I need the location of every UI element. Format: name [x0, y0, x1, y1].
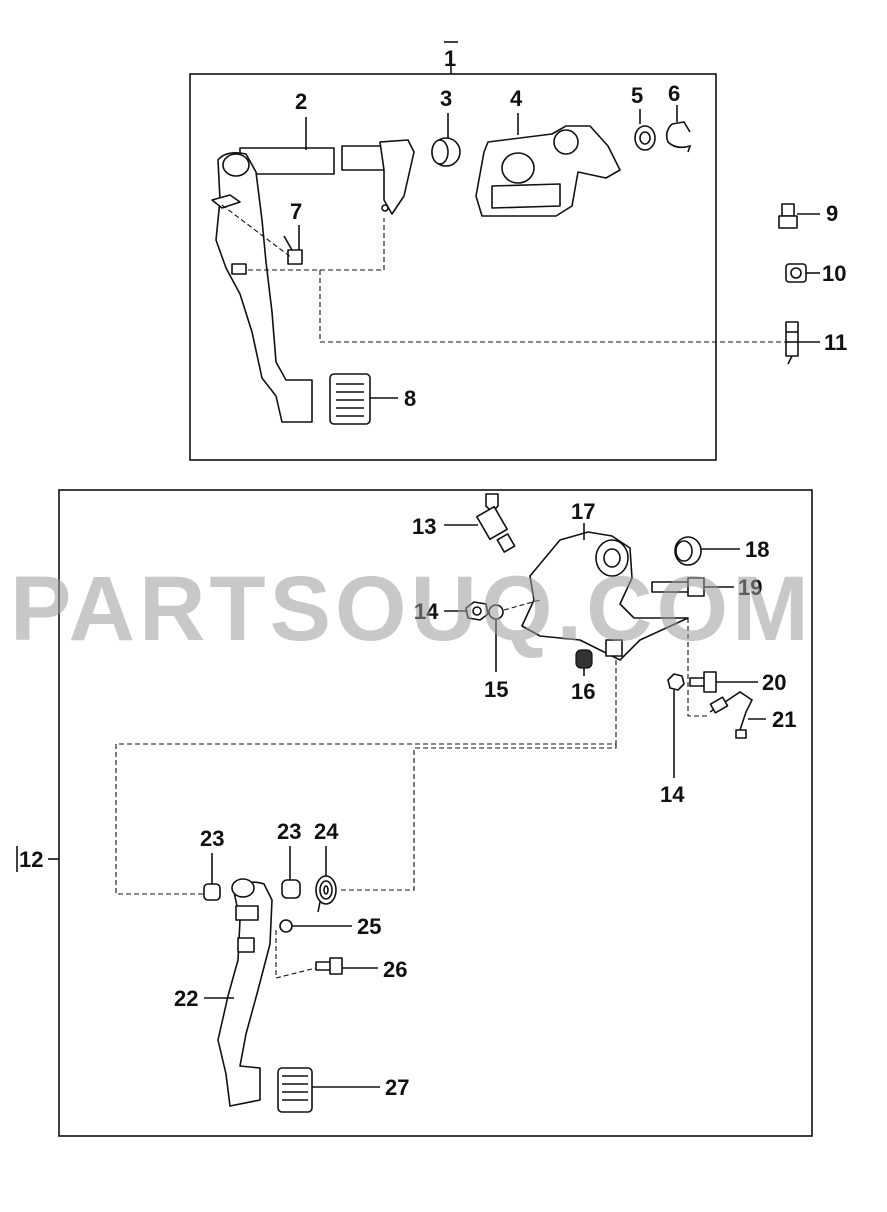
part-14-nut[interactable] — [465, 601, 489, 621]
part-3-bushing[interactable] — [431, 137, 461, 167]
part-6-clip[interactable] — [665, 121, 692, 153]
upper-group-frame — [189, 73, 717, 461]
callout-1[interactable]: 1 — [444, 46, 456, 71]
part-5-washer[interactable] — [634, 125, 656, 151]
part-18-bushing[interactable] — [674, 536, 702, 566]
part-26-bolt[interactable] — [315, 957, 343, 975]
callout-21[interactable]: 21 — [772, 707, 796, 732]
callout-3[interactable]: 3 — [440, 86, 452, 111]
callout-19[interactable]: 19 — [738, 575, 762, 600]
part-24-spring[interactable] — [315, 875, 337, 913]
callout-13[interactable]: 13 — [412, 514, 436, 539]
part-27-pedal-pad[interactable] — [277, 1067, 313, 1113]
callout-17[interactable]: 17 — [571, 499, 595, 524]
callout-9[interactable]: 9 — [826, 201, 838, 226]
callout-15[interactable]: 15 — [484, 677, 508, 702]
callout-8[interactable]: 8 — [404, 386, 416, 411]
part-23-bushing-right[interactable] — [281, 879, 301, 899]
upper-group: 1 2 3 4 — [189, 41, 847, 461]
part-23-bushing[interactable] — [203, 883, 221, 901]
callout-14-upper[interactable]: 14 — [414, 599, 439, 624]
part-7-bolt[interactable] — [283, 235, 303, 265]
part-13-switch[interactable] — [476, 493, 516, 553]
callout-12[interactable]: 12 — [19, 847, 43, 872]
callout-5[interactable]: 5 — [631, 83, 643, 108]
part-9-bolt[interactable] — [778, 203, 798, 229]
callout-26[interactable]: 26 — [383, 957, 407, 982]
part-4-bracket[interactable] — [475, 125, 621, 217]
callout-20[interactable]: 20 — [762, 670, 786, 695]
callout-11[interactable]: 11 — [824, 330, 847, 355]
part-2-pedal-arm[interactable] — [211, 139, 415, 423]
callout-24[interactable]: 24 — [314, 819, 339, 844]
part-15-washer[interactable] — [488, 604, 504, 620]
callout-18[interactable]: 18 — [745, 537, 769, 562]
part-8-pedal-pad[interactable] — [329, 373, 371, 425]
callout-7[interactable]: 7 — [290, 199, 302, 224]
part-21-switch[interactable] — [709, 691, 754, 739]
callout-27[interactable]: 27 — [385, 1075, 409, 1100]
watermark: PARTSOUQ.COM — [10, 558, 813, 660]
callout-16[interactable]: 16 — [571, 679, 595, 704]
callout-2[interactable]: 2 — [295, 89, 307, 114]
callout-23-left[interactable]: 23 — [200, 826, 224, 851]
callout-4[interactable]: 4 — [510, 86, 523, 111]
part-14-nut-lower[interactable] — [667, 673, 685, 691]
callout-25[interactable]: 25 — [357, 914, 381, 939]
part-22-pedal-arm[interactable] — [217, 878, 273, 1107]
callout-14-lower[interactable]: 14 — [660, 782, 685, 807]
part-25-bushing[interactable] — [279, 919, 293, 933]
callout-10[interactable]: 10 — [822, 261, 846, 286]
part-11-switch[interactable] — [785, 321, 799, 365]
callout-23-right[interactable]: 23 — [277, 819, 301, 844]
callout-22[interactable]: 22 — [174, 986, 198, 1011]
lower-group-frame — [58, 489, 813, 1137]
part-10-nut[interactable] — [785, 263, 807, 283]
part-20-bolt[interactable] — [689, 671, 717, 693]
callout-6[interactable]: 6 — [668, 81, 680, 106]
part-17-bracket[interactable] — [521, 531, 689, 661]
lower-group: 12 13 17 18 19 — [16, 489, 813, 1137]
